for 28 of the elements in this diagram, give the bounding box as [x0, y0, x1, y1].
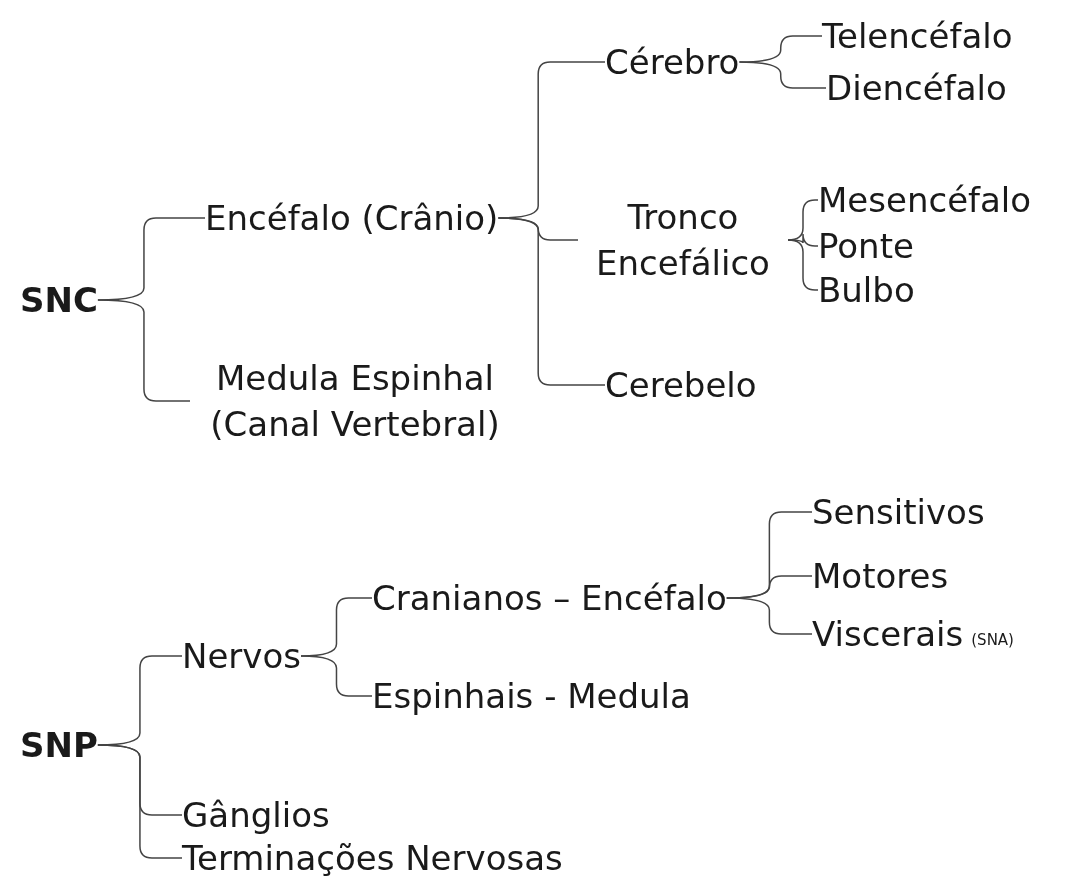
node-label: Cerebelo: [605, 364, 757, 406]
node-label: Nervos: [182, 635, 301, 677]
brace-connector: [738, 61, 827, 89]
brace-connector: [726, 597, 813, 635]
node-label: Viscerais: [812, 613, 964, 655]
brace-connector: [497, 217, 606, 386]
brace-connector: [787, 239, 819, 291]
node-label: Motores: [812, 555, 949, 597]
node-label: Encéfalo (Crânio): [205, 197, 499, 239]
node-label: Ponte: [818, 225, 914, 267]
node-label: SNP: [20, 724, 98, 766]
brace-connector: [97, 299, 191, 402]
brace-connector: [300, 655, 373, 697]
note-label: (SNA): [971, 630, 1014, 651]
node-label: Cérebro: [605, 41, 740, 83]
node-label: SNC: [20, 279, 98, 321]
node-label: Mesencéfalo: [818, 179, 1032, 221]
node-label: Tronco Encefálico: [595, 196, 771, 285]
node-label: Espinhais - Medula: [372, 675, 691, 717]
node-label: Diencéfalo: [826, 67, 1007, 109]
node-label: Medula Espinhal (Canal Vertebral): [209, 357, 501, 446]
node-label: Sensitivos: [812, 491, 985, 533]
node-label: Terminações Nervosas: [182, 837, 563, 879]
brace-connector: [97, 744, 183, 859]
node-label: Bulbo: [818, 269, 915, 311]
node-label: Cranianos – Encéfalo: [372, 577, 727, 619]
node-label: Telencéfalo: [822, 15, 1013, 57]
node-label: Gânglios: [182, 794, 330, 836]
